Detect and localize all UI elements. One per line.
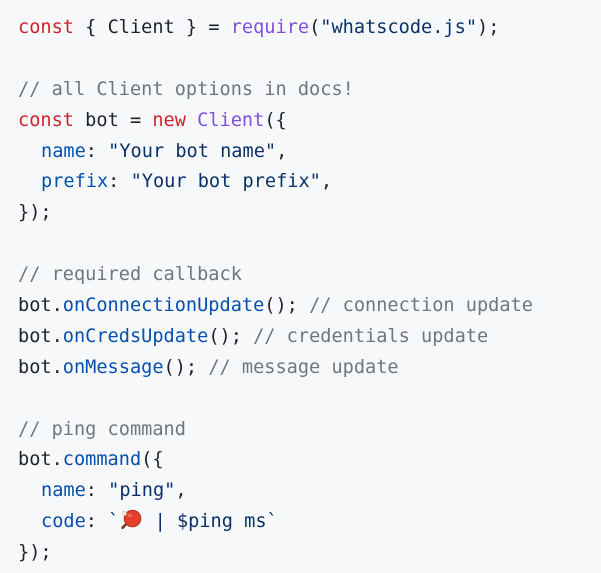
code-text: }); xyxy=(18,202,52,224)
code-line-12: bot.onMessage(); // message update xyxy=(18,353,601,384)
code-line-7: }); xyxy=(18,198,601,229)
code-text: : xyxy=(85,480,109,502)
code-line-11: bot.onCredsUpdate(); // credentials upda… xyxy=(18,322,601,353)
code-text: , xyxy=(320,171,333,193)
code-line-17: code: ` | $ping ms` xyxy=(18,507,601,538)
property-prefix: prefix xyxy=(41,171,109,193)
comment-connection-update: // connection update xyxy=(309,295,533,317)
string-bot-name: "Your bot name" xyxy=(108,140,277,162)
method-command: command xyxy=(62,449,142,471)
string-bot-prefix: "Your bot prefix" xyxy=(130,171,321,193)
code-line-8-blank xyxy=(18,229,601,260)
code-line-3: // all Client options in docs! xyxy=(18,75,601,106)
code-text: (); xyxy=(264,295,310,317)
code-line-4: const bot = new Client({ xyxy=(18,106,601,137)
object-bot: bot. xyxy=(18,449,63,471)
code-text: bot = xyxy=(73,109,153,131)
template-string-start: ` xyxy=(108,511,120,533)
keyword-const: const xyxy=(18,109,74,131)
code-line-9: // required callback xyxy=(18,260,601,291)
function-client: Client xyxy=(197,109,265,131)
code-text: ( xyxy=(309,17,321,38)
object-bot: bot. xyxy=(18,356,63,378)
code-text: ); xyxy=(477,17,500,38)
template-string-ping-ms: | $ping ms` xyxy=(143,511,278,533)
property-code: code xyxy=(41,511,86,533)
method-on-connection-update: onConnectionUpdate xyxy=(62,295,265,317)
keyword-new: new xyxy=(152,109,186,131)
code-text: ({ xyxy=(264,109,287,131)
keyword-const: const xyxy=(18,17,74,38)
code-line-5: name: "Your bot name", xyxy=(18,137,601,168)
comment-credentials-update: // credentials update xyxy=(253,325,489,347)
string-module-name: "whatscode.js" xyxy=(320,17,478,38)
code-text: (); xyxy=(208,325,254,347)
code-text: { Client } = xyxy=(73,17,231,38)
string-ping: "ping" xyxy=(108,480,176,502)
method-on-creds-update: onCredsUpdate xyxy=(62,325,209,347)
code-text: ({ xyxy=(141,449,164,471)
code-line-2-blank xyxy=(18,44,601,75)
code-text: , xyxy=(175,480,187,502)
comment-client-options: // all Client options in docs! xyxy=(18,78,354,100)
code-line-15: bot.command({ xyxy=(18,445,601,476)
code-text: , xyxy=(276,140,288,162)
code-line-14: // ping command xyxy=(18,415,601,446)
code-text: }); xyxy=(18,542,52,564)
comment-message-update: // message update xyxy=(208,356,399,378)
comment-required-callback: // required callback xyxy=(18,264,242,286)
code-text: : xyxy=(108,171,131,193)
code-text xyxy=(186,110,197,131)
code-line-16: name: "ping", xyxy=(18,476,601,507)
method-on-message: onMessage xyxy=(62,356,164,378)
code-line-18: }); xyxy=(18,538,601,569)
code-text: (); xyxy=(163,356,209,378)
object-bot: bot. xyxy=(18,295,63,317)
comment-ping-command: // ping command xyxy=(18,418,186,440)
object-bot: bot. xyxy=(18,325,63,347)
code-line-10: bot.onConnectionUpdate(); // connection … xyxy=(18,291,601,322)
ping-pong-paddle-icon xyxy=(119,509,143,531)
property-name: name xyxy=(41,480,86,502)
code-text: : xyxy=(85,140,109,162)
code-line-13-blank xyxy=(18,384,601,415)
code-line-1: const { Client } = require("whatscode.js… xyxy=(18,13,601,44)
property-name: name xyxy=(41,140,86,162)
code-line-6: prefix: "Your bot prefix", xyxy=(18,167,601,198)
code-text: : xyxy=(85,511,109,533)
function-require: require xyxy=(230,17,310,38)
